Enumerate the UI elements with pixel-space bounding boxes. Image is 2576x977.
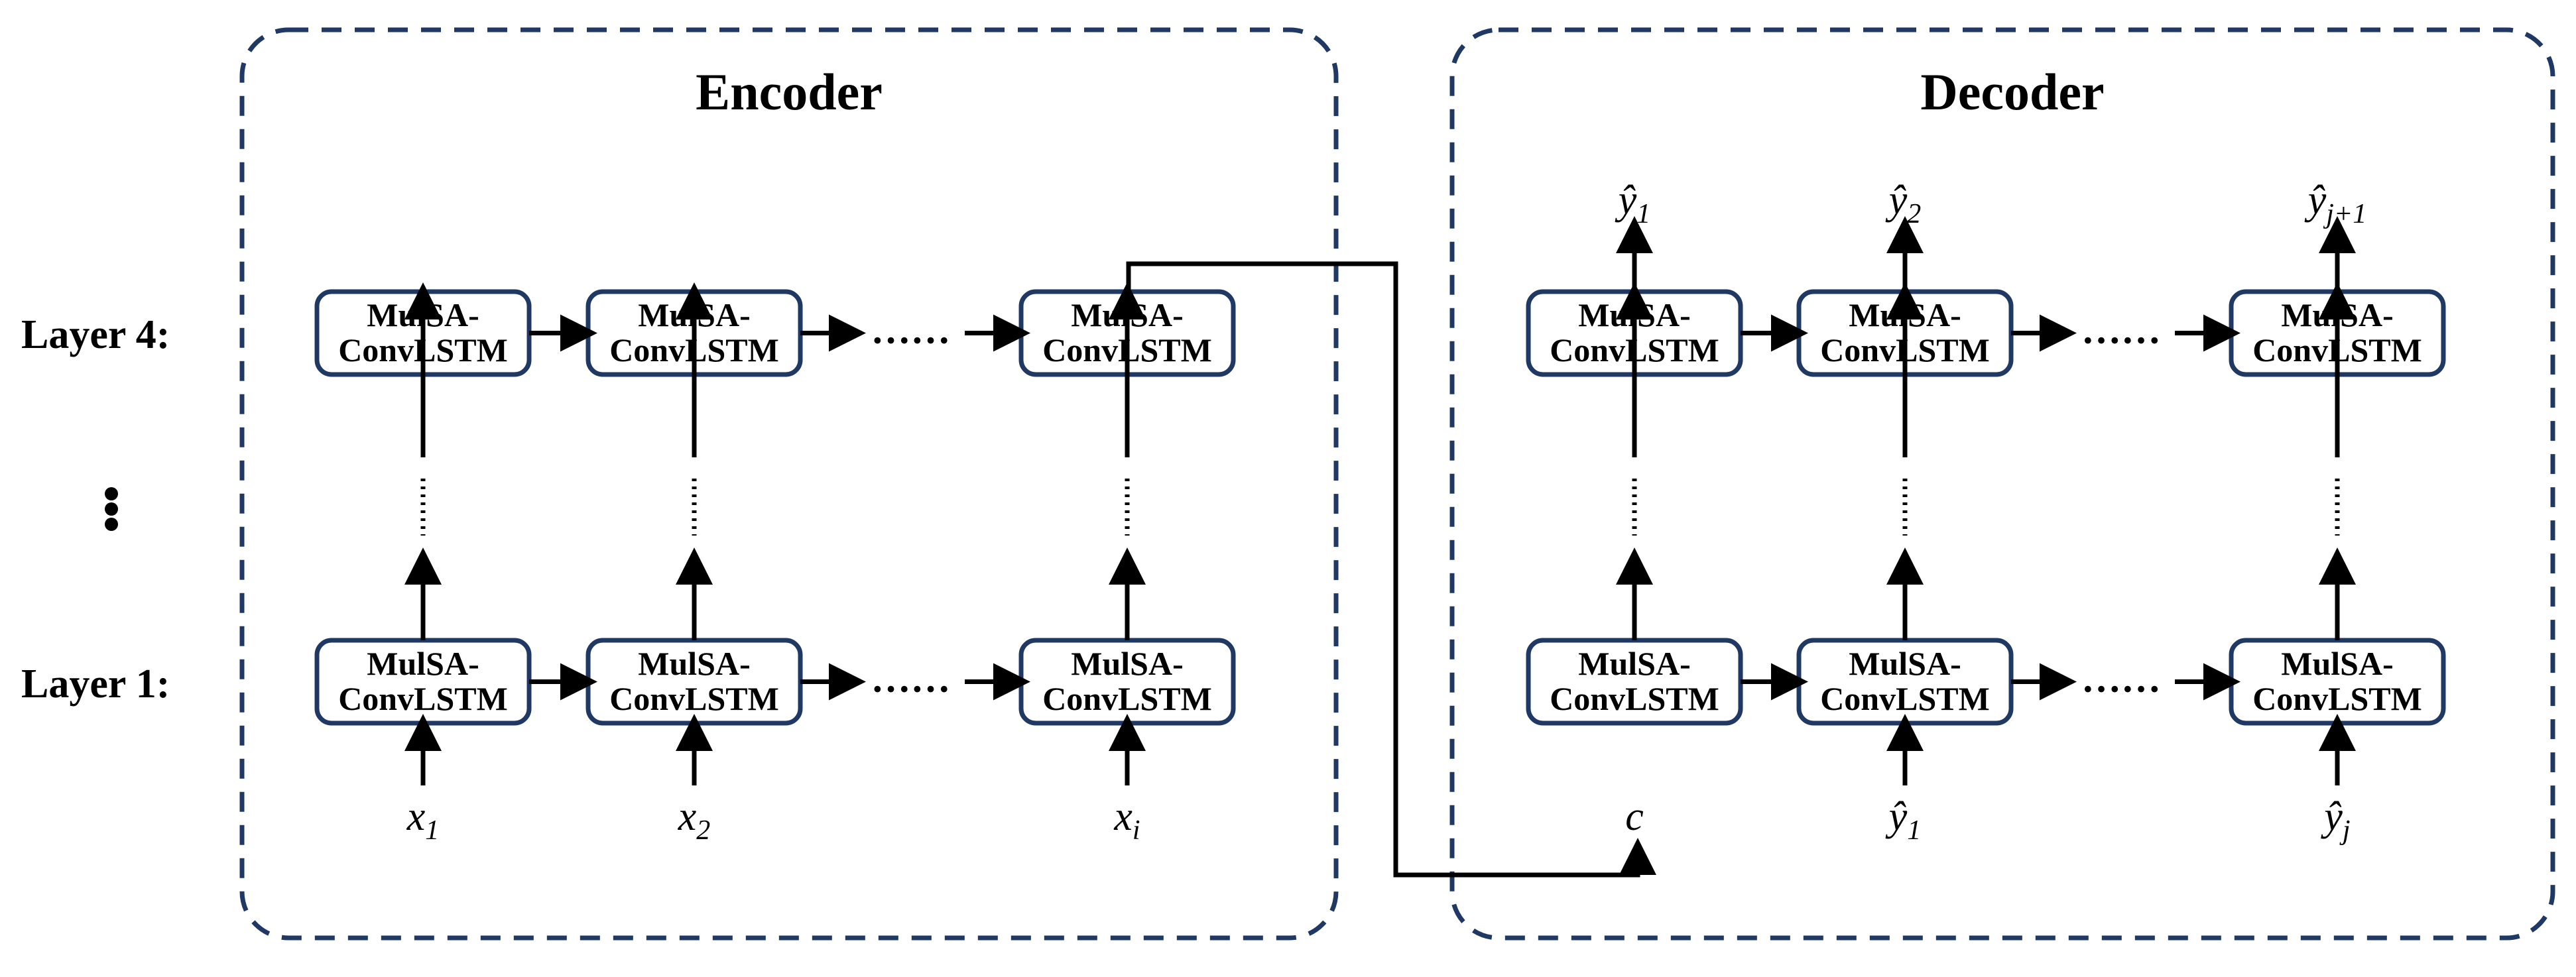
cell-label-line1: MulSA-	[638, 645, 750, 682]
decoder-cell-layer1-2: MulSA-ConvLSTM	[1796, 638, 2014, 726]
decoder-output-label-1: ŷ1	[1615, 178, 1651, 229]
decoder-cell-layer1-3: MulSA-ConvLSTM	[2229, 638, 2446, 726]
layer-1-label: Layer 1:	[21, 661, 170, 707]
decoder-cell-layer1-1: MulSA-ConvLSTM	[1526, 638, 1743, 726]
cell-label-line2: ConvLSTM	[609, 680, 779, 717]
encoder-cell-layer1-3: MulSA-ConvLSTM	[1018, 638, 1236, 726]
encoder-h-ellipsis-layer1: ……	[871, 657, 951, 701]
encoder-frame	[239, 27, 1339, 941]
decoder-input-label-3: ŷj	[2320, 794, 2350, 846]
cell-label-line1: MulSA-	[1071, 645, 1183, 682]
decoder-h-ellipsis-layer4: ……	[2081, 308, 2161, 352]
cell-label-line2: ConvLSTM	[1042, 680, 1212, 717]
decoder-input-label-2: ŷ1	[1885, 794, 1922, 846]
decoder-title: Decoder	[1920, 63, 2104, 121]
decoder-h-ellipsis-layer1: ……	[2081, 657, 2161, 701]
encoder-input-label-3: xi	[1113, 794, 1140, 846]
encoder-cell-layer1-1: MulSA-ConvLSTM	[314, 638, 532, 726]
context-connector	[1126, 261, 1656, 878]
cell-label-line1: MulSA-	[367, 645, 479, 682]
layer-ellipsis	[105, 487, 118, 531]
cell-label-line2: ConvLSTM	[2252, 680, 2422, 717]
cell-label-line1: MulSA-	[1578, 645, 1690, 682]
encoder-cell-layer1-2: MulSA-ConvLSTM	[585, 638, 803, 726]
decoder-input-label-1: c	[1625, 794, 1644, 839]
cell-label-line1: MulSA-	[1849, 645, 1961, 682]
cell-label-line2: ConvLSTM	[338, 680, 508, 717]
cell-label-line2: ConvLSTM	[1550, 680, 1719, 717]
encoder-input-label-2: x2	[678, 794, 711, 846]
decoder-frame	[1449, 27, 2555, 941]
decoder-output-label-2: ŷ2	[1885, 178, 1922, 229]
decoder-group: MulSA-ConvLSTMMulSA-ConvLSTMcŷ1MulSA-Co…	[1526, 178, 2446, 846]
cell-label-line2: ConvLSTM	[1820, 680, 1990, 717]
encoder-input-label-1: x1	[406, 794, 440, 846]
encoder-title: Encoder	[696, 63, 883, 121]
decoder-output-label-3: ŷj+1	[2304, 178, 2367, 229]
layer-4-label: Layer 4:	[21, 312, 170, 357]
cell-label-line1: MulSA-	[2281, 645, 2393, 682]
encoder-group: MulSA-ConvLSTMMulSA-ConvLSTMx1MulSA-Conv…	[314, 282, 1236, 846]
encoder-h-ellipsis-layer4: ……	[871, 308, 951, 352]
